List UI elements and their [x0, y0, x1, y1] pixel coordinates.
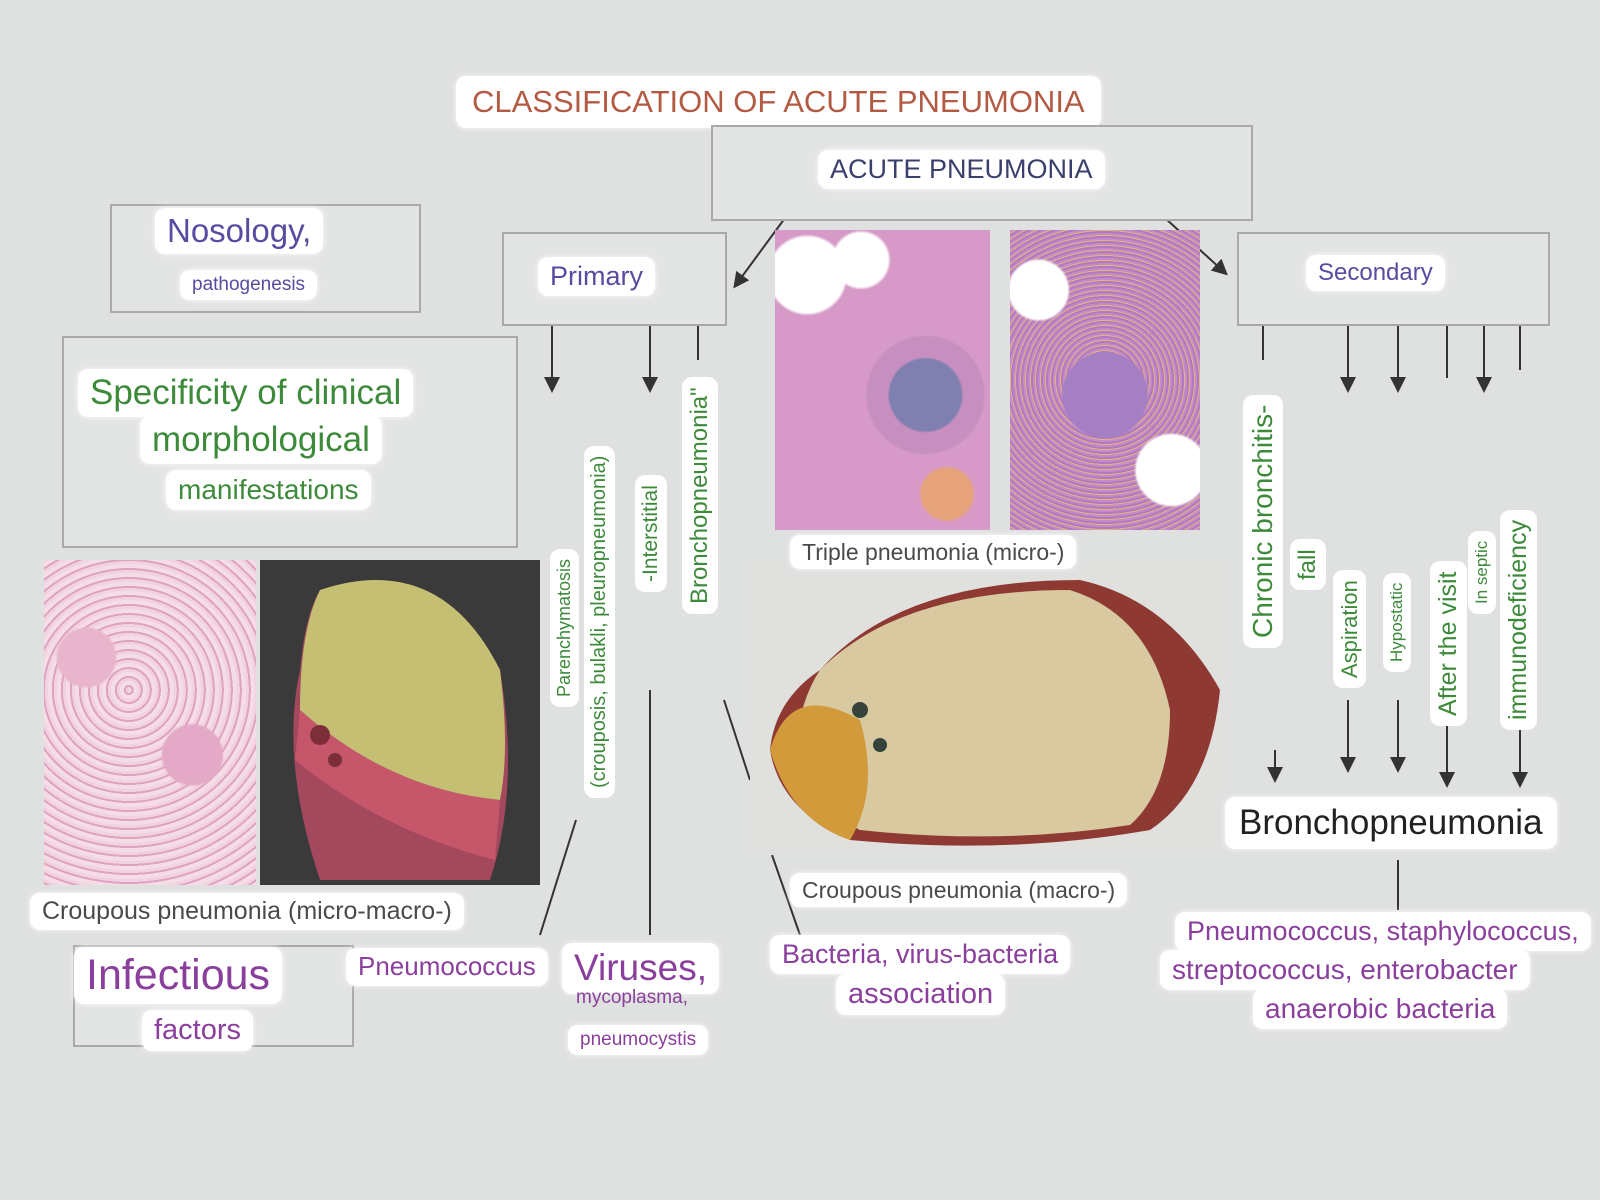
root-box [711, 125, 1253, 221]
secondary-item-chronic-bronchitis: Chronic bronchitis- [1243, 394, 1284, 648]
primary-item-bronchopneumonia: Bronchopneumonia" [682, 377, 718, 614]
infectious-heading-text: Infectious [86, 951, 271, 999]
secondary-agents-line1-text: Pneumococcus, staphylococcus, [1187, 916, 1579, 946]
secondary-item-6-text: immunodeficiency [1504, 519, 1532, 720]
agent-viruses: Viruses, [562, 943, 719, 994]
primary-node: Primary [538, 257, 655, 297]
primary-item-interstitial: -Interstitial [635, 475, 668, 592]
secondary-item-1-line2: fall [1294, 549, 1321, 580]
secondary-item-in-septic: In septic [1468, 530, 1497, 614]
agent-bacteria-line1: Bacteria, virus-bacteria [770, 935, 1071, 975]
diagram-title: CLASSIFICATION OF ACUTE PNEUMONIA [456, 76, 1101, 128]
lung-macro-image [260, 560, 540, 885]
secondary-agents-line2: streptococcus, enterobacter [1160, 950, 1530, 991]
secondary-agents-line1: Pneumococcus, staphylococcus, [1175, 912, 1591, 952]
secondary-item-immunodeficiency: immunodeficiency [1500, 509, 1537, 730]
primary-item-1-line2: (crouposis, bulakli, pleuropneumonia) [588, 455, 610, 788]
agent-bacteria-line1-text: Bacteria, virus-bacteria [782, 939, 1059, 969]
secondary-node: Secondary [1306, 255, 1445, 291]
nosology-heading: Nosology, [155, 208, 324, 254]
primary-item-parenchymatosis-sub: (crouposis, bulakli, pleuropneumonia) [584, 445, 615, 798]
title-text: CLASSIFICATION OF ACUTE PNEUMONIA [472, 84, 1085, 119]
infectious-sub: factors [142, 1010, 254, 1052]
secondary-item-5-text: In septic [1472, 540, 1491, 604]
secondary-item-aspiration: Aspiration [1333, 570, 1367, 688]
secondary-item-hypostatic: Hypostatic [1383, 572, 1412, 672]
specificity-line1: Specificity of clinical [78, 369, 414, 418]
specificity-line3: manifestations [166, 470, 371, 511]
primary-item-parenchymatosis: Parenchymatosis [550, 548, 579, 707]
croupous-macro-drawing [770, 580, 1220, 846]
nosology-sub: pathogenesis [180, 270, 318, 300]
agent-bacteria-line2-text: association [848, 978, 994, 1010]
secondary-agents-line3: anaerobic bacteria [1253, 989, 1508, 1030]
agent-pneumococcus: Pneumococcus [346, 948, 548, 986]
histology-image-triple-1 [775, 230, 990, 530]
infectious-heading: Infectious [74, 947, 283, 1005]
caption-triple-micro: Triple pneumonia (micro-) [790, 535, 1077, 570]
secondary-item-4-text: After the visit [1434, 571, 1462, 717]
histology-image-triple-2 [1010, 230, 1200, 530]
infectious-sub-text: factors [154, 1014, 242, 1046]
bronchopneumonia-result-text: Bronchopneumonia [1239, 803, 1543, 842]
agent-viruses-sub2-text: pneumocystis [580, 1029, 697, 1050]
agent-viruses-sub1: mycoplasma, [576, 987, 688, 1008]
specificity-line2-text: morphological [152, 420, 370, 459]
secondary-agents-line3-text: anaerobic bacteria [1265, 993, 1496, 1024]
agent-viruses-sub2: pneumocystis [568, 1025, 709, 1055]
caption-croupous-macro: Croupous pneumonia (macro-) [790, 873, 1128, 908]
root-node: ACUTE PNEUMONIA [818, 150, 1105, 190]
caption-micro-macro: Croupous pneumonia (micro-macro-) [30, 893, 464, 930]
secondary-item-3-text: Hypostatic [1387, 582, 1406, 662]
secondary-agents-line2-text: streptococcus, enterobacter [1172, 954, 1518, 985]
secondary-item-fall: fall [1290, 539, 1326, 590]
nosology-sub-text: pathogenesis [192, 274, 306, 295]
croupous-macro-image [750, 560, 1230, 855]
agent-bacteria-line2: association [836, 974, 1006, 1016]
primary-item-2-text: -Interstitial [639, 485, 662, 582]
specificity-line1-text: Specificity of clinical [90, 373, 402, 412]
nosology-heading-text: Nosology, [167, 212, 312, 249]
caption-micro-macro-text: Croupous pneumonia (micro-macro-) [42, 897, 452, 925]
secondary-label: Secondary [1318, 259, 1433, 286]
primary-label: Primary [550, 261, 643, 291]
histology-image-croupous [44, 560, 256, 885]
lung-macro-drawing [293, 580, 508, 880]
primary-item-1-line1: Parenchymatosis [554, 558, 574, 697]
primary-item-3-text: Bronchopneumonia" [686, 387, 713, 604]
agent-viruses-text: Viruses, [574, 947, 707, 988]
secondary-item-2-text: Aspiration [1337, 580, 1362, 678]
caption-croupous-macro-text: Croupous pneumonia (macro-) [802, 877, 1116, 903]
caption-triple-micro-text: Triple pneumonia (micro-) [802, 539, 1065, 565]
specificity-line2: morphological [140, 416, 382, 465]
root-text: ACUTE PNEUMONIA [830, 154, 1093, 184]
specificity-line3-text: manifestations [178, 474, 359, 505]
secondary-item-after-the-visit: After the visit [1430, 561, 1467, 726]
bronchopneumonia-result: Bronchopneumonia [1225, 797, 1557, 850]
agent-pneumococcus-text: Pneumococcus [358, 951, 536, 981]
secondary-item-1-line1: Chronic bronchitis- [1247, 404, 1278, 638]
